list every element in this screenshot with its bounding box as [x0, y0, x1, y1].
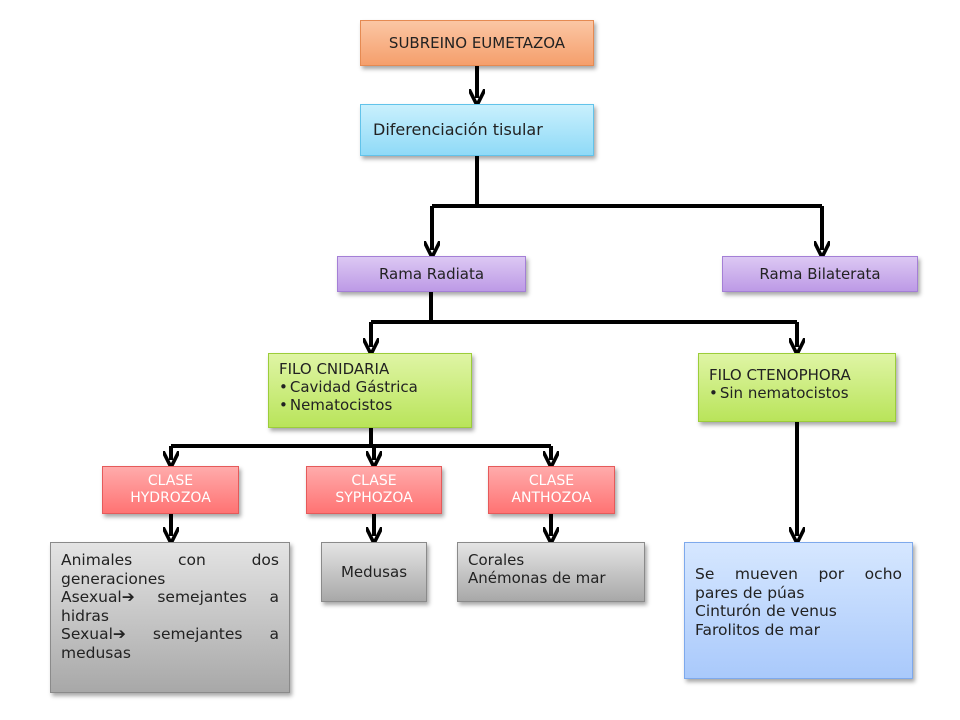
hydrozoa-line2: HYDROZOA — [130, 490, 211, 506]
ctenophora-features: Sin nematocistos — [709, 384, 887, 402]
cnidaria-feature: Nematocistos — [279, 396, 463, 414]
sexual-rest: semejantes a medusas — [61, 625, 279, 662]
sexual-word: Sexual — [61, 625, 113, 644]
node-clase-syphozoa: CLASE SYPHOZOA — [306, 466, 442, 514]
cnidaria-feature: Cavidad Gástrica — [279, 378, 463, 396]
node-subreino-eumetazoa: SUBREINO EUMETAZOA — [360, 20, 594, 66]
bilaterata-label: Rama Bilaterata — [759, 265, 881, 283]
node-filo-cnidaria: FILO CNIDARIA Cavidad Gástrica Nematocis… — [268, 353, 472, 428]
hydrozoa-desc-line2: Asexual➔ semejantes a hidras — [61, 588, 279, 625]
hydrozoa-desc-line3: Sexual➔ semejantes a medusas — [61, 625, 279, 662]
hydrozoa-line1: CLASE — [147, 473, 194, 490]
anthozoa-line1: CLASE — [528, 473, 575, 490]
asexual-word: Asexual — [61, 588, 122, 607]
syphozoa-desc: Medusas — [340, 563, 408, 581]
ctenophora-desc-line: Se mueven por ocho pares de púas — [695, 565, 902, 602]
syphozoa-line1: CLASE — [351, 473, 397, 490]
node-diferenciacion-tisular: Diferenciación tisular — [360, 104, 594, 156]
node-anthozoa-description: Corales Anémonas de mar — [457, 542, 645, 602]
ctenophora-feature: Sin nematocistos — [709, 384, 887, 402]
node-hydrozoa-description: Animales con dos generaciones Asexual➔ s… — [50, 542, 290, 693]
arrow-right-icon: ➔ — [121, 588, 135, 607]
node-filo-ctenophora: FILO CTENOPHORA Sin nematocistos — [698, 353, 896, 422]
asexual-rest: semejantes a hidras — [61, 588, 279, 625]
node-clase-anthozoa: CLASE ANTHOZOA — [488, 466, 615, 514]
hydrozoa-desc-line1: Animales con dos generaciones — [61, 551, 279, 588]
node-rama-radiata: Rama Radiata — [337, 256, 526, 292]
cnidaria-features: Cavidad Gástrica Nematocistos — [279, 378, 463, 414]
arrow-right-icon: ➔ — [112, 625, 126, 644]
cnidaria-title: FILO CNIDARIA — [279, 360, 390, 378]
ctenophora-desc-line: Cinturón de venus — [695, 602, 837, 621]
diferenciacion-label: Diferenciación tisular — [373, 120, 543, 140]
anthozoa-desc-line: Corales — [468, 551, 525, 569]
subreino-label: SUBREINO EUMETAZOA — [388, 34, 566, 52]
node-rama-bilaterata: Rama Bilaterata — [722, 256, 918, 292]
anthozoa-line2: ANTHOZOA — [511, 490, 592, 506]
radiata-label: Rama Radiata — [378, 265, 485, 283]
node-ctenophora-description: Se mueven por ocho pares de púas Cinturó… — [684, 542, 913, 679]
ctenophora-title: FILO CTENOPHORA — [709, 366, 851, 384]
syphozoa-line2: SYPHOZOA — [335, 490, 413, 506]
node-syphozoa-description: Medusas — [321, 542, 427, 602]
anthozoa-desc-line: Anémonas de mar — [468, 569, 606, 587]
node-clase-hydrozoa: CLASE HYDROZOA — [102, 466, 239, 514]
ctenophora-desc-line: Farolitos de mar — [695, 620, 820, 639]
